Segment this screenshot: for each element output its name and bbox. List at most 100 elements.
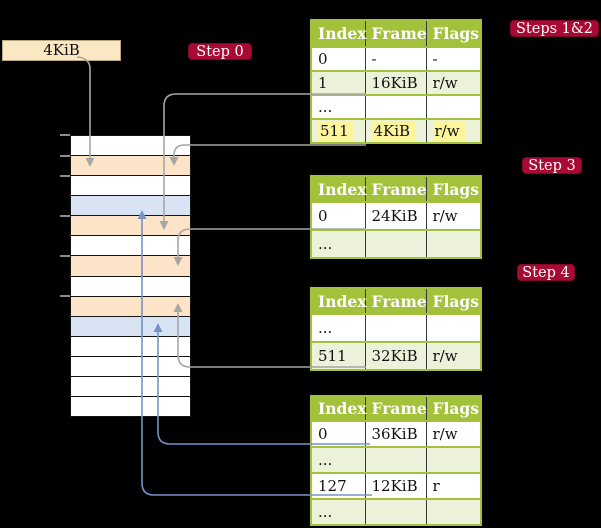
- column-header: Flags: [425, 176, 481, 202]
- table-cell: 0: [311, 201, 365, 230]
- table-cell: 36KiB: [364, 420, 426, 447]
- table-cell: -: [425, 46, 481, 71]
- column-header: Frame: [364, 176, 427, 202]
- column-header: Frame: [364, 396, 427, 421]
- strip-tick: [60, 175, 70, 177]
- table-cell: r/w: [425, 70, 481, 95]
- memory-row-blue: [71, 316, 190, 337]
- badge-steps-1-2: Steps 1&2: [510, 20, 599, 37]
- table-cell: r/w: [425, 341, 481, 370]
- memory-row-white: [71, 276, 190, 297]
- strip-tick: [60, 255, 70, 257]
- badge-step-4: Step 4: [517, 264, 575, 281]
- table-cell: ...: [311, 313, 365, 342]
- table-cell: 127: [311, 472, 365, 499]
- table-row: 0--: [311, 46, 481, 71]
- table-cell: r/w: [425, 420, 481, 447]
- table-cell: [425, 229, 481, 258]
- table-cell: ...: [311, 498, 365, 525]
- table-cell: [425, 94, 481, 119]
- table-cell: 0: [311, 420, 365, 447]
- table-cell: [364, 229, 426, 258]
- column-header: Index: [311, 176, 366, 202]
- table-cell: 24KiB: [364, 201, 426, 230]
- strip-tick: [60, 215, 70, 217]
- table-row: 511 4KiB r/w: [311, 118, 481, 143]
- column-header: Index: [311, 288, 366, 314]
- table-cell: ...: [311, 229, 365, 258]
- strip-tick: [60, 134, 70, 136]
- table-cell: -: [364, 46, 426, 71]
- strip-tick: [60, 155, 70, 157]
- arrow-table1-row511-to-frame: [173, 144, 366, 157]
- column-header: Flags: [425, 288, 481, 314]
- highlighted-value: 511: [318, 122, 354, 141]
- table-row: ...: [311, 313, 481, 342]
- table-cell: 12KiB: [364, 472, 426, 499]
- table-cell: [425, 446, 481, 473]
- table-cell: [364, 94, 426, 119]
- strip-tick: [60, 295, 70, 297]
- table-cell: ...: [311, 94, 365, 119]
- table-cell: 1: [311, 70, 365, 95]
- table-cell: ...: [311, 446, 365, 473]
- table-cell: 0: [311, 46, 365, 71]
- column-header: Index: [311, 396, 366, 421]
- highlighted-value: 4KiB: [371, 122, 416, 141]
- memory-row-wheat: [71, 216, 190, 237]
- page-size-label: 4KiB: [2, 40, 121, 61]
- table-cell: [364, 446, 426, 473]
- memory-row-wheat: [71, 256, 190, 277]
- memory-strip: [70, 135, 191, 417]
- column-header: Index: [311, 20, 366, 47]
- table-cell: r/w: [425, 201, 481, 230]
- table-row: ...: [311, 446, 481, 473]
- memory-row-white: [71, 176, 190, 197]
- memory-row-white: [71, 336, 190, 357]
- memory-row-white: [71, 236, 190, 257]
- memory-row-white: [71, 356, 190, 377]
- table-cell: r/w: [425, 118, 481, 143]
- badge-step-3: Step 3: [522, 157, 582, 174]
- memory-row-wheat: [71, 296, 190, 317]
- memory-row-wheat: [71, 156, 190, 177]
- table-cell: [425, 498, 481, 525]
- table-row: ...: [311, 94, 481, 119]
- badge-step-0: Step 0: [188, 43, 252, 60]
- column-header: Flags: [425, 20, 481, 47]
- table-cell: 4KiB: [364, 118, 426, 143]
- highlighted-value: r/w: [432, 122, 465, 141]
- table-cell: [364, 498, 426, 525]
- table-cell: [425, 313, 481, 342]
- column-header: Frame: [364, 288, 427, 314]
- table-row: ...: [311, 498, 481, 525]
- table-cell: [364, 313, 426, 342]
- column-header: Flags: [425, 396, 481, 421]
- memory-row-white: [71, 376, 190, 398]
- table-cell: r: [425, 472, 481, 499]
- table-cell: 16KiB: [364, 70, 426, 95]
- column-header: Frame: [364, 20, 427, 47]
- memory-row-white: [71, 397, 190, 417]
- table-cell: 511: [311, 118, 365, 143]
- table-cell: 511: [311, 341, 365, 370]
- table-row: ...: [311, 229, 481, 258]
- table-cell: 32KiB: [364, 341, 426, 370]
- memory-row-white: [71, 136, 190, 157]
